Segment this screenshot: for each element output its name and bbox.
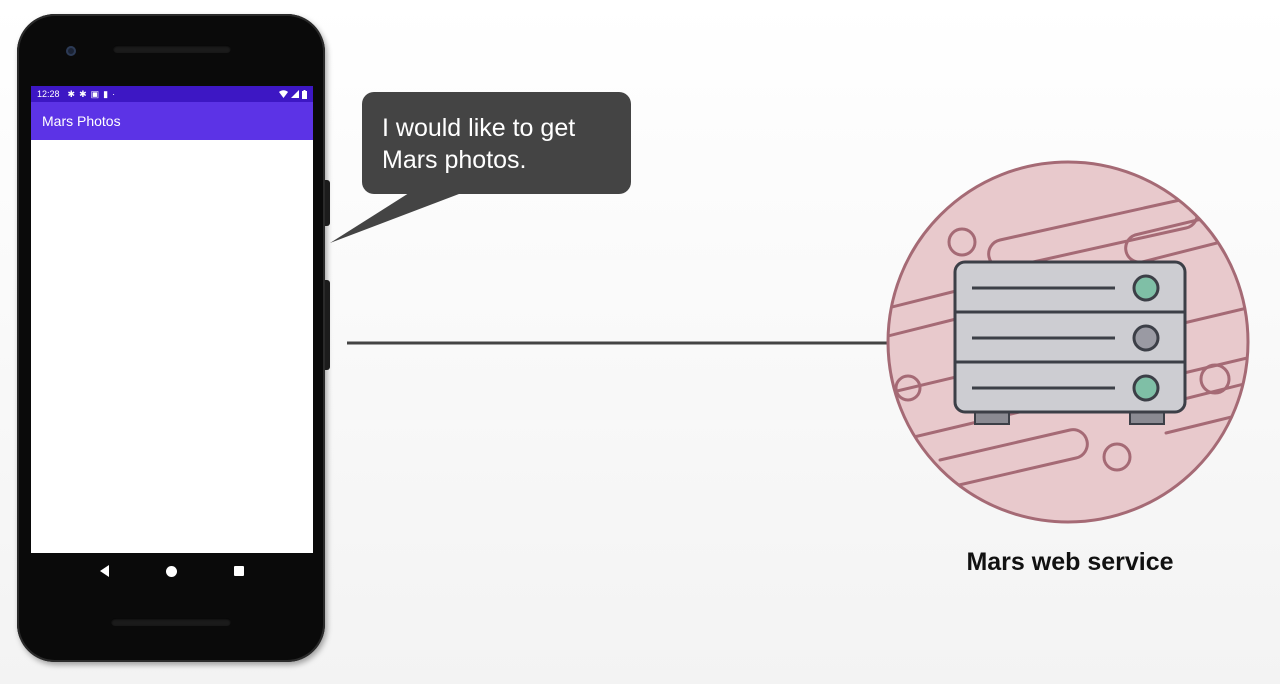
earpiece-speaker [113, 45, 231, 53]
front-camera [66, 46, 76, 56]
android-phone: 12:28 ✱ ✱ ▣ ▮ · Mars Photos [17, 14, 330, 662]
dot-icon: · [112, 88, 116, 99]
status-bar: 12:28 ✱ ✱ ▣ ▮ · [31, 86, 313, 102]
navigation-bar [31, 553, 313, 589]
volume-button [325, 280, 330, 370]
status-time: 12:28 [37, 89, 60, 99]
wifi-icon [279, 90, 288, 98]
recents-icon[interactable] [234, 566, 245, 576]
speech-bubble-line-2: Mars photos. [382, 146, 527, 174]
gear-icon: ✱ [79, 88, 87, 99]
system-icons [279, 89, 307, 99]
service-label: Mars web service [966, 548, 1174, 576]
phone-screen: 12:28 ✱ ✱ ▣ ▮ · Mars Photos [31, 86, 313, 553]
image-icon: ▣ [90, 88, 100, 99]
app-bar: Mars Photos [31, 102, 313, 140]
power-button [325, 180, 330, 226]
speech-bubble-line-1: I would like to get [382, 114, 576, 142]
server-icon [953, 260, 1187, 425]
gear-icon: ✱ [67, 88, 76, 99]
notification-icons: ✱ ✱ ▣ ▮ · [67, 88, 116, 99]
app-title: Mars Photos [42, 113, 121, 129]
speech-bubble: I would like to get Mars photos. [362, 92, 631, 194]
home-icon[interactable] [165, 565, 177, 577]
back-icon[interactable] [99, 565, 109, 577]
bottom-speaker [111, 618, 231, 626]
mars-web-service-illustration [886, 160, 1250, 524]
signal-icon [291, 90, 299, 98]
sd-card-icon: ▮ [103, 88, 109, 99]
battery-icon [302, 89, 307, 99]
